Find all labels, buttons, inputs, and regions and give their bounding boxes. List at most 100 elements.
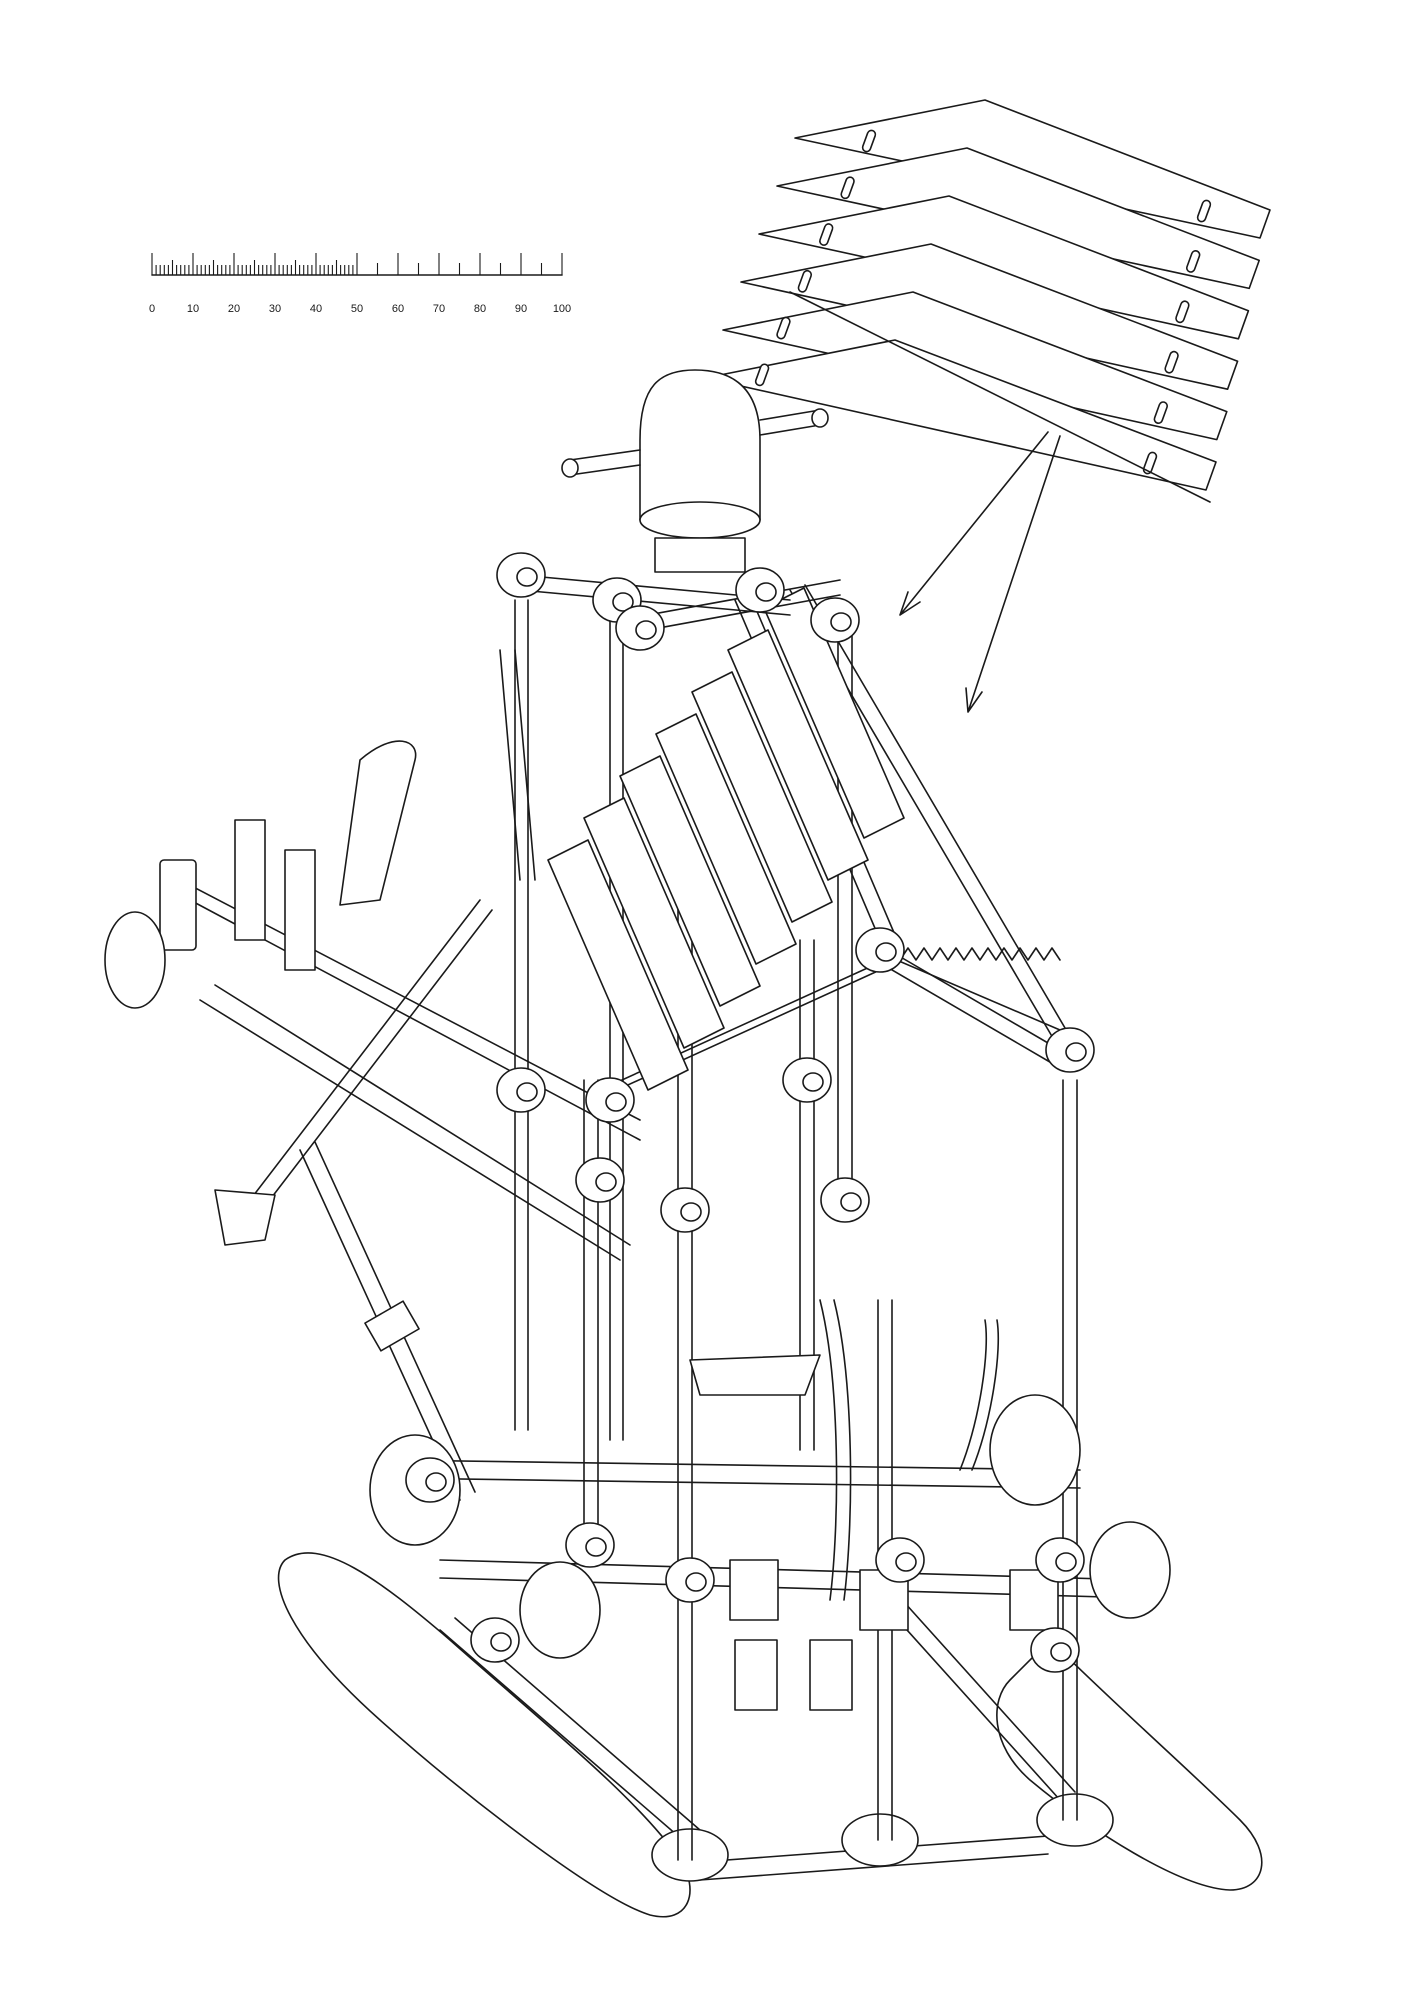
head-neck-block	[654, 537, 746, 573]
joint-hub-bore	[1050, 1642, 1072, 1662]
lever-arm-center	[819, 1299, 852, 1601]
roof-right-beam	[874, 944, 1061, 1066]
scale-label-100: 100	[553, 303, 571, 315]
post-left-back	[514, 599, 529, 1431]
head-peg-right-end	[811, 408, 829, 428]
roof-eave-line	[884, 954, 1061, 1031]
head-dome	[639, 369, 761, 521]
detail-slat	[794, 99, 1271, 239]
detail-slat-peg	[1186, 250, 1201, 273]
detail-slat	[704, 339, 1217, 491]
joint-hub-bore	[516, 1082, 538, 1102]
detail-slat	[758, 195, 1250, 340]
seat-plate	[689, 1354, 821, 1396]
roof-slat	[619, 755, 761, 1007]
joint-hub-bore	[635, 620, 657, 640]
roof-slat	[583, 797, 725, 1049]
scale-bar-ticks	[151, 253, 563, 275]
detail-slat-rail	[789, 291, 1211, 503]
base-hub-front-mid	[841, 1813, 919, 1867]
pointer-arrow-left	[899, 431, 1049, 616]
machine-assembly	[104, 369, 1263, 1918]
detail-slat-peg	[1142, 451, 1158, 475]
head-peg-left	[569, 449, 641, 476]
base-hub-front-left	[651, 1828, 729, 1882]
gear-left-front	[519, 1561, 601, 1659]
joint-hub-bore	[1055, 1552, 1077, 1572]
scale-label-20: 20	[228, 303, 240, 315]
joint-hub-bore	[840, 1192, 862, 1212]
lever-arm	[959, 1319, 1000, 1471]
detail-slat-peg	[1164, 350, 1179, 374]
detail-slat-peg	[819, 223, 834, 246]
joint-hub-bore	[755, 582, 777, 602]
detail-slat-peg	[1175, 300, 1190, 324]
detail-slat-panel	[704, 99, 1271, 503]
arm-hub-block	[159, 859, 197, 951]
scale-label-60: 60	[392, 303, 404, 315]
detail-slat-list	[704, 99, 1271, 491]
base-frame	[439, 1591, 1114, 1882]
lower-block-a	[734, 1639, 778, 1711]
lower-mechanism	[369, 1299, 1171, 1711]
joint-hub-bore	[685, 1572, 707, 1592]
joint-hub-bore	[895, 1552, 917, 1572]
roof-sawtooth-edge	[899, 947, 1061, 961]
pointer-arrow-right	[965, 435, 1061, 713]
arm-cross-brace	[249, 899, 493, 1211]
lower-axle-rear	[389, 1459, 1081, 1489]
scale-label-40: 40	[310, 303, 322, 315]
joint-hub-bore	[612, 592, 634, 612]
upper-diagonal-left	[499, 649, 536, 881]
joint-hub-bore	[1065, 1042, 1087, 1062]
scale-label-50: 50	[351, 303, 363, 315]
joint-hub-bore	[490, 1632, 512, 1652]
detail-slat	[740, 243, 1239, 390]
arm-rod-lower	[199, 984, 631, 1261]
base-rod-right	[879, 1591, 1076, 1801]
head-peg-right	[759, 409, 821, 436]
scale-label-10: 10	[187, 303, 199, 315]
center-block-c	[1009, 1569, 1059, 1631]
detail-slat-peg	[1153, 401, 1168, 424]
scale-bar: 0 10 20 30 40 50 60 70 80 90 100	[149, 253, 571, 315]
left-arm	[104, 740, 641, 1501]
scale-label-70: 70	[433, 303, 445, 315]
joint-connectors	[405, 552, 1095, 1673]
center-block-b	[859, 1569, 909, 1631]
joint-hub-bore	[680, 1202, 702, 1222]
lower-block-b	[809, 1639, 853, 1711]
scale-label-80: 80	[474, 303, 486, 315]
joint-hub-bore	[830, 612, 852, 632]
arm-post-a	[234, 819, 266, 941]
arm-foot-block	[214, 1189, 276, 1246]
joint-hub-bore	[605, 1092, 627, 1112]
detail-slat-peg	[776, 316, 791, 340]
arm-collar	[364, 1300, 420, 1352]
arm-end-wheel	[104, 911, 166, 1009]
head-peg-left-end	[561, 458, 579, 478]
detail-slat-peg	[861, 129, 877, 153]
roof-slat	[655, 713, 797, 965]
gear-right-front	[1089, 1521, 1171, 1619]
base-hub-front-right	[1036, 1793, 1114, 1847]
pointer-arrows	[899, 431, 1061, 713]
roof-slat	[691, 671, 833, 923]
arm-post-b	[284, 849, 316, 971]
ski-left	[277, 1552, 691, 1918]
joint-hub-bore	[425, 1472, 447, 1492]
head-collar	[639, 501, 761, 539]
post-left-front	[583, 1079, 599, 1561]
detail-slat-peg	[797, 269, 813, 293]
detail-slat-peg	[754, 363, 770, 387]
scale-label-30: 30	[269, 303, 281, 315]
joint-hub-bore	[595, 1172, 617, 1192]
detail-slat-peg	[1196, 199, 1212, 223]
detail-slat	[776, 147, 1260, 290]
roof-slat-list	[547, 587, 905, 1091]
scale-bar-labels: 0 10 20 30 40 50 60 70 80 90 100	[149, 303, 571, 315]
ski-right	[996, 1639, 1263, 1891]
wheel-right-rear	[989, 1394, 1081, 1506]
arm-blade	[339, 740, 417, 906]
